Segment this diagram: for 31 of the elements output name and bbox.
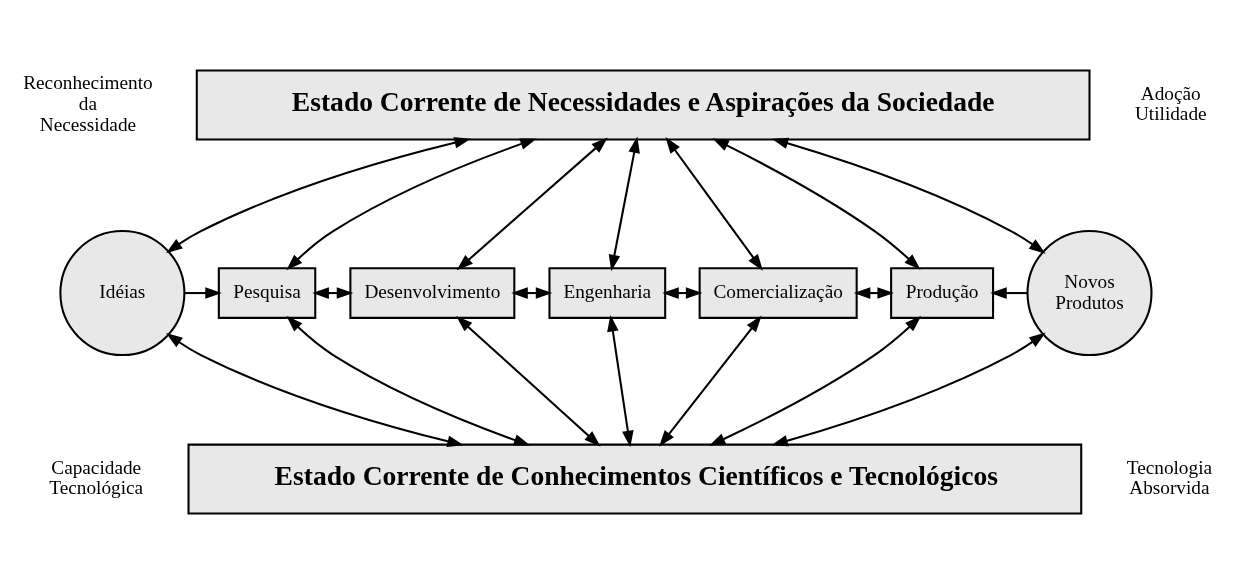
node-box: Comercialização <box>698 267 858 319</box>
arrow <box>853 287 894 299</box>
arrow <box>607 314 634 448</box>
arrow <box>511 287 553 299</box>
arrow <box>184 287 222 299</box>
arrow <box>286 315 531 446</box>
arrow <box>712 138 921 270</box>
node-box: Engenharia <box>548 267 667 319</box>
arrow <box>286 138 537 271</box>
arrow <box>659 315 762 447</box>
label: Adoção Utilidade <box>1134 82 1207 125</box>
arrow <box>771 137 1046 254</box>
label: Capacidade Tecnológica <box>49 456 144 499</box>
arrow <box>990 287 1028 299</box>
label: Reconhecimento da Necessidade <box>23 72 153 135</box>
arrow <box>662 287 703 299</box>
label: Tecnologia Absorvida <box>1126 456 1213 499</box>
node-box: Estado Corrente de Necessidades e Aspirações da Sociedade <box>195 69 1091 141</box>
arrow <box>665 137 763 271</box>
node-box: Estado Corrente de Conhecimentos Científicos e Tecnológicos <box>187 443 1083 515</box>
node-box: Desenvolvimento <box>349 267 516 319</box>
arrow <box>708 315 922 446</box>
arrow <box>456 315 601 447</box>
node-box: Produção <box>890 267 995 319</box>
arrow <box>166 137 471 254</box>
arrow <box>608 136 640 272</box>
arrow <box>312 287 354 299</box>
arrow <box>771 332 1046 447</box>
arrow <box>166 332 464 447</box>
arrow <box>456 137 608 271</box>
node-box: Pesquisa <box>217 267 317 319</box>
